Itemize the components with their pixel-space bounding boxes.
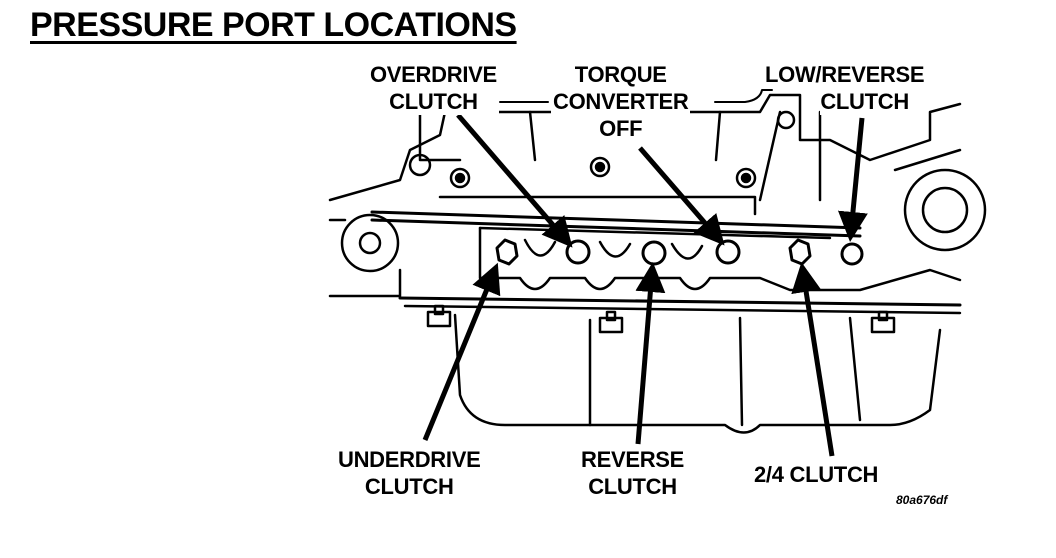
- label-underdrive-clutch: UNDERDRIVE CLUTCH: [336, 446, 483, 500]
- label-reverse-clutch: REVERSE CLUTCH: [579, 446, 687, 500]
- twofour-arrow: [791, 262, 835, 457]
- lowreverse-arrow: [837, 117, 868, 242]
- figure-code: 80a676df: [896, 493, 948, 507]
- torque-arrow: [638, 146, 725, 246]
- label-overdrive-clutch: OVERDRIVE CLUTCH: [368, 61, 499, 115]
- reverse-arrow: [635, 262, 666, 445]
- overdrive-arrow: [456, 113, 573, 248]
- label-torque-converter-off: TORQUE CONVERTER OFF: [551, 61, 691, 142]
- diagram-title: PRESSURE PORT LOCATIONS: [30, 6, 517, 44]
- label-2-4-clutch: 2/4 CLUTCH: [752, 461, 881, 488]
- underdrive-arrow: [422, 262, 501, 441]
- label-low-reverse-clutch: LOW/REVERSE CLUTCH: [765, 61, 925, 115]
